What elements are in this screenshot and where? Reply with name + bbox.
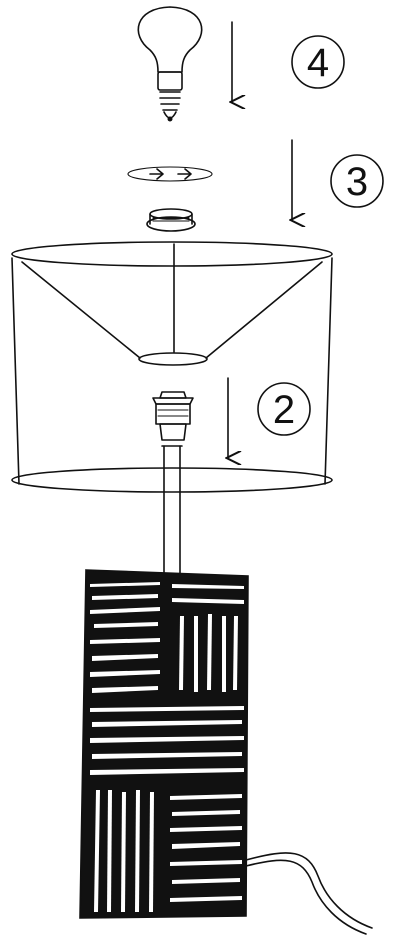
power-cable	[246, 853, 372, 934]
rotate-arrows-icon	[128, 167, 212, 181]
shade-ring	[147, 209, 195, 231]
step-4-number: 4	[307, 41, 329, 85]
step-2-badge: 2	[258, 383, 310, 435]
step-4-badge: 4	[292, 36, 344, 88]
light-bulb	[138, 7, 201, 122]
lamp-stem	[162, 446, 182, 576]
lamp-socket	[153, 392, 193, 440]
step-2-number: 2	[273, 388, 295, 432]
step-3-badge: 3	[331, 155, 383, 207]
lamp-base	[80, 570, 248, 918]
step-3-number: 3	[346, 160, 368, 204]
lamp-shade	[12, 242, 332, 492]
